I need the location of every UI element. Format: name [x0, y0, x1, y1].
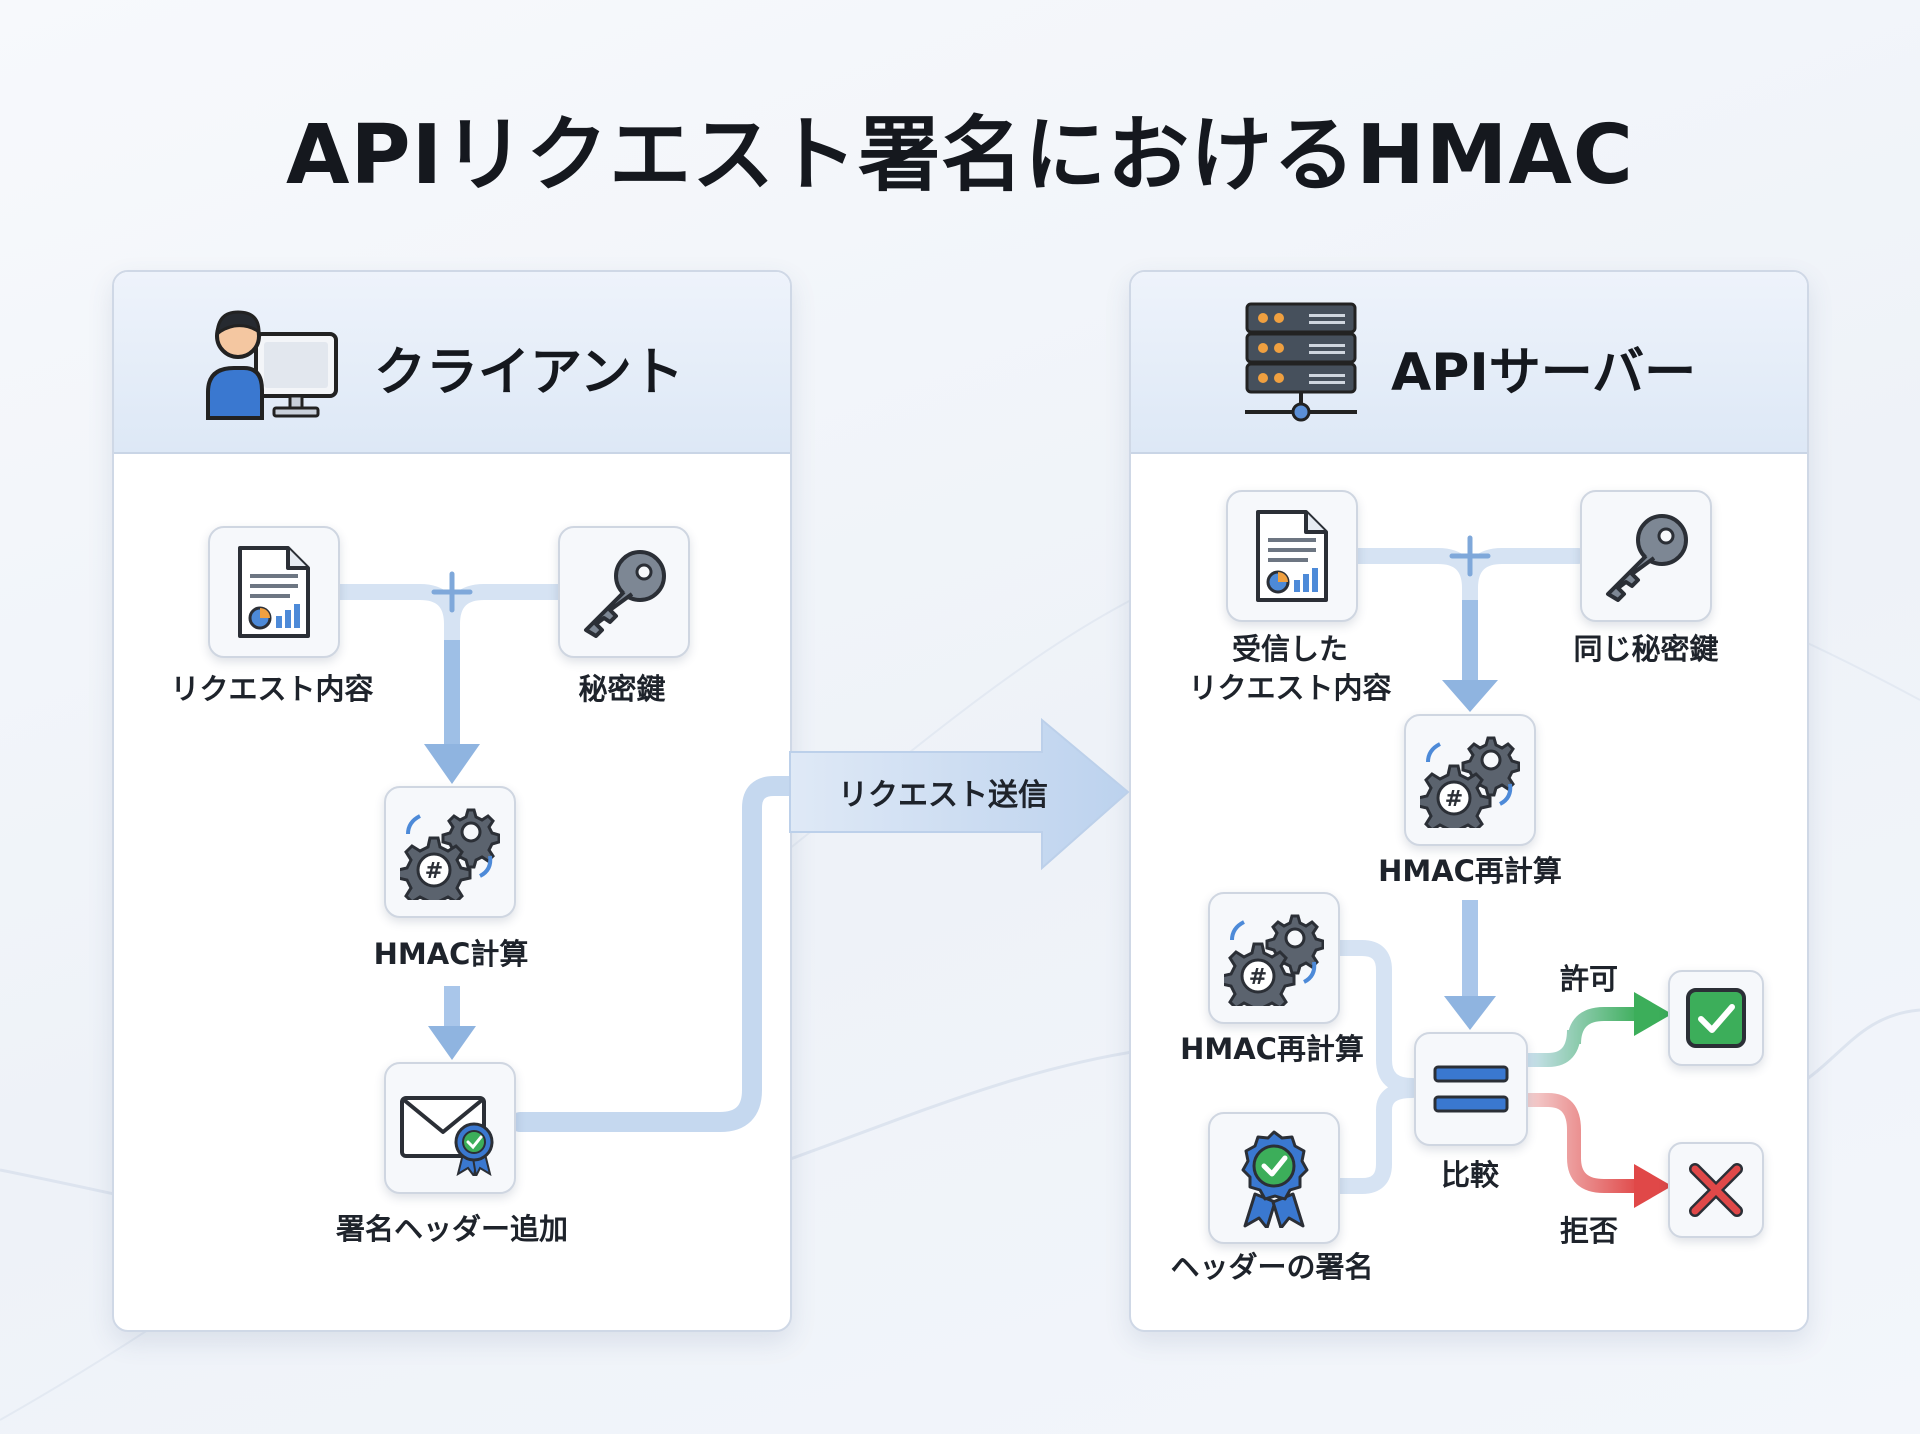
client-key-connector [444, 584, 566, 632]
client-signature-node [384, 1062, 516, 1194]
server-key-label: 同じ秘密鍵 [1573, 632, 1719, 666]
plus-icon [1449, 535, 1491, 577]
allow-path [1519, 1007, 1647, 1067]
plus-icon [431, 571, 473, 613]
reject-result-node [1668, 1142, 1764, 1238]
server-hmac-label: HMAC再計算 [1378, 854, 1562, 888]
client-key-label: 秘密鍵 [578, 672, 666, 706]
send-connector [510, 776, 800, 1132]
allow-arrowhead [1634, 992, 1672, 1036]
client-signature-label: 署名ヘッダー追加 [335, 1212, 568, 1246]
server-request-node [1226, 490, 1358, 622]
server-arrowhead-1 [1442, 680, 1498, 712]
page-title: APIリクエスト署名におけるHMAC [286, 108, 1634, 203]
gears-hash-icon: # [1420, 736, 1520, 828]
reject-label: 拒否 [1559, 1214, 1618, 1248]
client-arrowhead-2 [428, 1026, 476, 1060]
client-hmac-label: HMAC計算 [373, 937, 529, 971]
document-chart-icon [238, 546, 310, 638]
send-arrow [789, 717, 1130, 871]
user-computer-icon [204, 302, 340, 426]
document-chart-icon [1256, 510, 1328, 602]
server-request-label-line1: 受信した [1231, 632, 1348, 666]
compare-input-connector-top [1330, 940, 1420, 1094]
client-key-node [558, 526, 690, 658]
client-request-node [208, 526, 340, 658]
server-hmac-node: # [1404, 714, 1536, 846]
server-hmac-small-label: HMAC再計算 [1180, 1032, 1364, 1066]
svg-text:#: # [1445, 787, 1463, 812]
svg-text:#: # [425, 859, 443, 884]
check-icon [1686, 988, 1746, 1048]
client-arrowhead-1 [424, 744, 480, 784]
client-request-label: リクエスト内容 [170, 672, 374, 706]
key-icon [584, 550, 666, 638]
send-label: リクエスト送信 [838, 778, 1048, 813]
allow-result-node [1668, 970, 1764, 1066]
compare-node [1414, 1032, 1528, 1146]
cross-icon [1689, 1163, 1743, 1217]
server-request-label: 受信した リクエスト内容 [1170, 630, 1410, 708]
server-title: APIサーバー [1391, 343, 1697, 403]
server-hmac-small-node: # [1208, 892, 1340, 1024]
client-panel-header: クライアント [114, 272, 790, 454]
server-arrowhead-2 [1444, 996, 1496, 1030]
client-hmac-node: # [384, 786, 516, 918]
key-icon [1606, 514, 1688, 602]
gears-hash-icon: # [400, 808, 500, 900]
compare-label: 比較 [1440, 1158, 1499, 1192]
header-signature-node [1208, 1112, 1340, 1244]
server-key-connector [1462, 548, 1586, 596]
server-request-label-line2: リクエスト内容 [1188, 671, 1392, 705]
server-rack-icon [1243, 302, 1359, 426]
reject-arrowhead [1634, 1164, 1672, 1208]
reject-path [1519, 1093, 1647, 1193]
certified-badge-icon [1241, 1130, 1309, 1228]
client-title: クライアント [374, 343, 684, 403]
allow-label: 許可 [1559, 962, 1618, 996]
svg-text:#: # [1249, 965, 1267, 990]
equals-icon [1433, 1065, 1509, 1113]
server-key-node [1580, 490, 1712, 622]
compare-input-connector-bottom [1330, 1082, 1420, 1194]
envelope-badge-icon [400, 1096, 494, 1176]
header-signature-label: ヘッダーの署名 [1170, 1250, 1374, 1284]
server-panel-header: APIサーバー [1131, 272, 1807, 454]
gears-hash-icon: # [1224, 914, 1324, 1006]
